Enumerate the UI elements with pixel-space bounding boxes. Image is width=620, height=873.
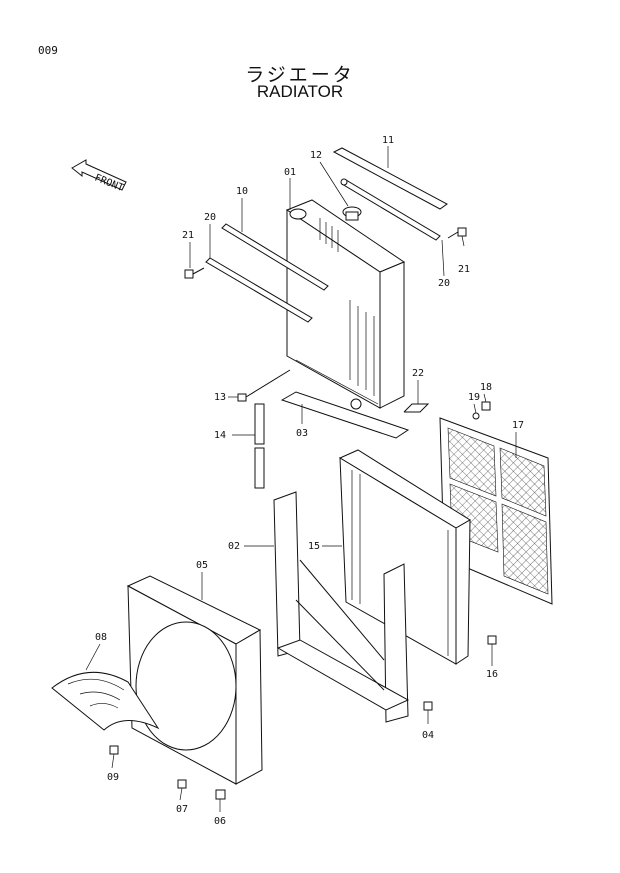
part-12-radiator-cap [342,206,362,221]
leader-lines [85,146,517,812]
title-english: RADIATOR [256,82,344,101]
page-number: 009 [38,44,58,57]
part-22-bracket [403,403,430,413]
callout-06: 06 [214,816,226,827]
callout-19: 19 [468,392,480,403]
part-13-bolt [237,369,291,402]
callout-21-left: 21 [182,230,194,241]
callout-20-right: 20 [438,278,450,289]
front-arrow-icon: FRONT [71,159,127,194]
callout-17: 17 [512,420,524,431]
callout-03: 03 [296,428,308,439]
callout-05: 05 [196,560,208,571]
part-08-fan-guard [51,671,160,731]
callout-09: 09 [107,772,119,783]
callout-08: 08 [95,632,107,643]
part-19-washer [472,412,480,420]
callout-20-left: 20 [204,212,216,223]
callout-07: 07 [176,804,188,815]
callout-10: 10 [236,186,248,197]
part-21-bolt-right [447,227,467,239]
part-14-hose [254,403,265,489]
callout-21-right: 21 [458,264,470,275]
part-07-bolt [177,779,187,789]
part-09-bolt [109,745,119,755]
part-18-bolt [481,401,491,411]
callout-22: 22 [412,368,424,379]
part-04-bolt [423,701,433,711]
part-05-fan-shroud [126,575,263,785]
callout-01: 01 [284,167,296,178]
part-02-support-frame [273,491,410,723]
part-15-cooler [338,449,471,665]
part-20-stay-rod-left [205,257,313,323]
part-03-seal [280,391,410,439]
callout-14: 14 [214,430,226,441]
part-21-bolt-left [184,267,205,279]
callout-04: 04 [422,730,434,741]
callout-11: 11 [382,135,394,146]
callout-02: 02 [228,541,240,552]
part-01-radiator-core [285,199,406,410]
callout-16: 16 [486,669,498,680]
title-japanese: ラジエータ [245,64,355,86]
part-20-stay-rod-right [340,178,441,241]
callout-18: 18 [480,382,492,393]
part-16-bolt [487,635,497,645]
part-10-stay-rod [221,223,329,291]
callout-15: 15 [308,541,320,552]
part-11-seal-strip [332,147,448,210]
part-06-bolt [215,789,226,800]
callout-12: 12 [310,150,322,161]
callout-13: 13 [214,392,226,403]
